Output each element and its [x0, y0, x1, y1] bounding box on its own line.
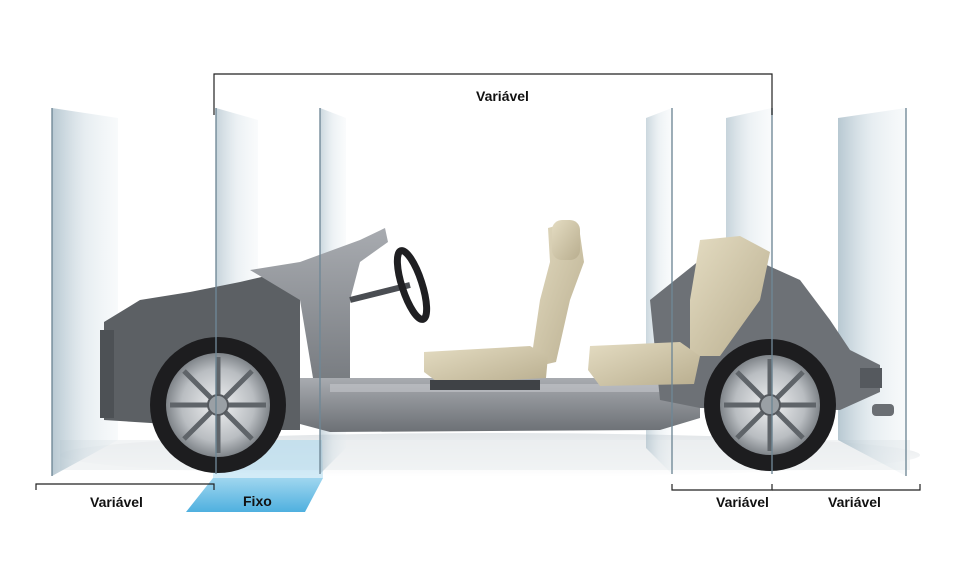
steering-wheel — [393, 247, 431, 323]
fixed-zone — [186, 478, 323, 512]
front-seat-headrest — [552, 220, 580, 260]
top-variable-label: Variável — [476, 88, 529, 104]
rear-wheel — [704, 339, 836, 471]
panel-edges — [51, 108, 907, 476]
glass-panel — [838, 108, 906, 476]
glass-panel — [52, 108, 118, 476]
rear-bumper-beam — [860, 368, 882, 388]
front-seat-rail — [430, 380, 540, 390]
rear-seat-cushion — [588, 342, 700, 386]
dimension-lines — [35, 73, 921, 491]
rear-variable-label-2: Variável — [828, 494, 881, 510]
front-seat-cushion — [424, 346, 548, 384]
front-variable-label: Variável — [90, 494, 143, 510]
bottom-right-bracket-2 — [772, 484, 921, 491]
rear-seat-back — [690, 236, 770, 356]
bottom-left-bracket — [35, 483, 215, 490]
front-wheel — [150, 337, 286, 473]
bottom-right-bracket-1 — [671, 484, 773, 491]
front-seat — [424, 220, 584, 390]
rear-variable-label-1: Variável — [716, 494, 769, 510]
front-structure — [250, 228, 388, 420]
rear-hub — [759, 394, 781, 416]
front-bumper-beam — [100, 330, 114, 418]
top-bracket — [213, 73, 773, 115]
rear-exhaust — [872, 404, 894, 416]
fixed-label: Fixo — [243, 493, 272, 509]
front-hub — [207, 394, 229, 416]
